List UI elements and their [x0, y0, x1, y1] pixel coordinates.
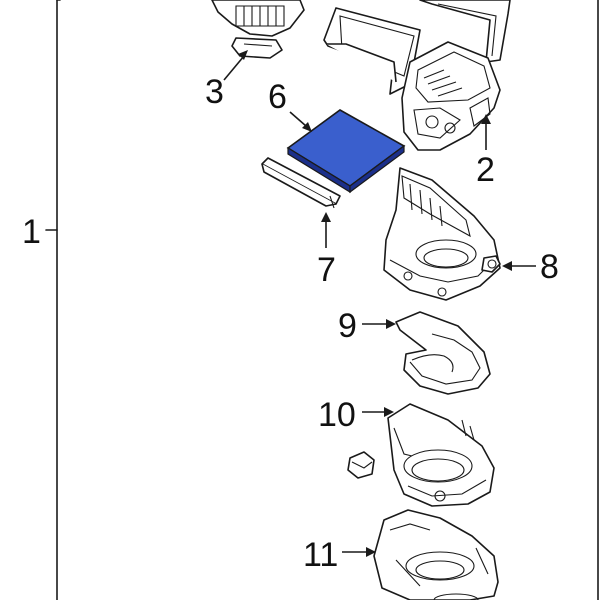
part-9-callout	[362, 319, 396, 329]
part-9-scroll-cover[interactable]	[395, 311, 491, 395]
part-11-callout	[342, 547, 376, 557]
part-2-heater-unit[interactable]	[401, 41, 501, 151]
part-11-lower-case[interactable]	[373, 509, 499, 605]
part-7-callout	[321, 212, 331, 248]
label-part-9: 9	[338, 307, 357, 345]
part-duct-upper[interactable]	[323, 7, 421, 95]
label-part-6: 6	[268, 78, 287, 116]
label-part-3: 3	[205, 73, 224, 111]
part-7-filter-cover[interactable]	[261, 157, 341, 209]
part-3-bracket[interactable]	[211, 0, 305, 59]
label-part-10: 10	[318, 396, 356, 434]
part-8-blower-case[interactable]	[383, 167, 501, 301]
label-part-1: 1	[22, 213, 41, 251]
assembly-frame	[45, 0, 599, 601]
label-part-7: 7	[317, 251, 336, 289]
label-part-2: 2	[476, 151, 495, 189]
part-2-callout	[481, 114, 491, 150]
part-10-callout	[362, 407, 394, 417]
part-8-callout	[502, 261, 536, 271]
label-part-8: 8	[540, 248, 559, 286]
part-10-blower-housing[interactable]	[387, 403, 495, 507]
part-3-callout	[223, 50, 248, 81]
part-duct-top[interactable]	[419, 0, 511, 63]
part-resistor[interactable]	[347, 451, 375, 479]
label-part-11: 11	[303, 536, 338, 574]
part-6-cabin-filter[interactable]	[286, 109, 406, 194]
part-6-callout	[289, 111, 312, 132]
